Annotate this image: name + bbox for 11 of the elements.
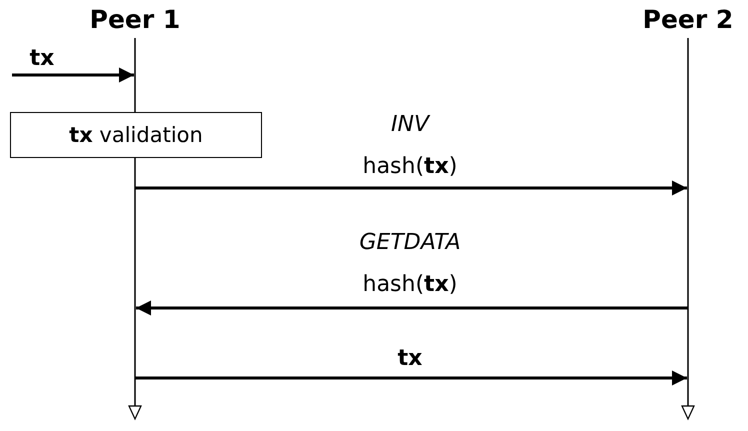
process-box: tx validation <box>10 112 262 158</box>
message-arrow <box>135 370 687 386</box>
edge-label: GETDATA hash(tx) <box>358 229 462 299</box>
edge-label: tx <box>28 45 56 73</box>
edge-label: INV hash(tx) <box>362 111 458 181</box>
participant-label: Peer 1 <box>90 4 180 36</box>
edge-label: tx <box>396 345 424 373</box>
message-arrow <box>12 68 134 82</box>
participant-label: Peer 2 <box>642 4 734 36</box>
message-arrow <box>136 300 688 316</box>
message-arrow <box>135 180 687 196</box>
